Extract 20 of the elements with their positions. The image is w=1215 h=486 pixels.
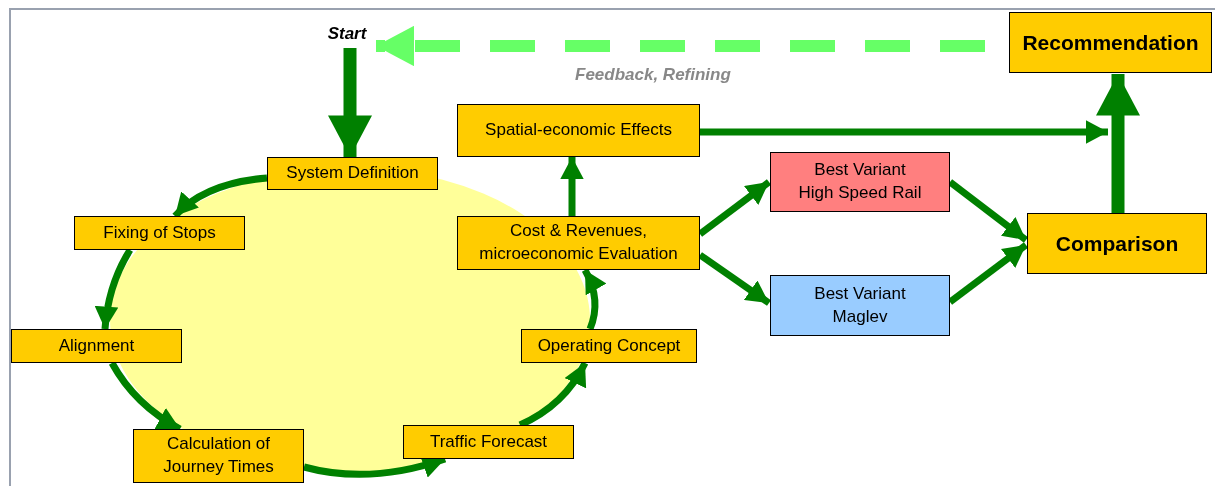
process-box: Operating Concept (521, 329, 697, 363)
arrow (327, 48, 373, 157)
arrow (95, 248, 133, 330)
process-box: Fixing of Stops (74, 216, 245, 250)
arrow (376, 25, 985, 67)
arrow (560, 157, 584, 216)
variant-box: Best Variant Maglev (770, 275, 950, 336)
process-box: Calculation of Journey Times (133, 429, 304, 483)
process-box: Traffic Forecast (403, 425, 574, 459)
result-box: Recommendation (1009, 12, 1212, 73)
arrow (698, 252, 771, 306)
process-box: Cost & Revenues, microeconomic Evaluation (457, 216, 700, 270)
start-label: Start (318, 22, 376, 46)
result-box: Comparison (1027, 213, 1207, 274)
arrow (581, 268, 606, 331)
variant-box: Best Variant High Speed Rail (770, 152, 950, 212)
arrow (1095, 74, 1141, 213)
process-box: System Definition (267, 157, 438, 190)
process-box: Alignment (11, 329, 182, 363)
process-box: Spatial-economic Effects (457, 104, 700, 157)
